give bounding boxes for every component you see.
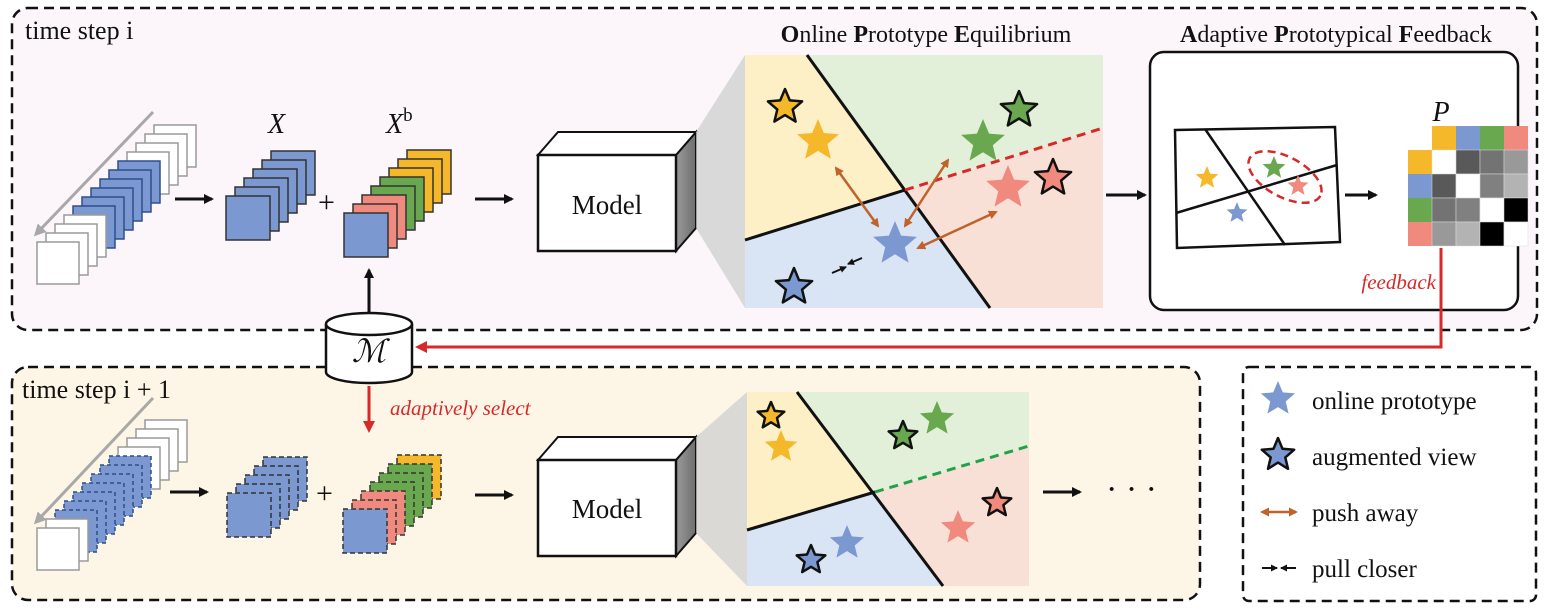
bottom-panel: time step i + 1 + adaptively select Mode… [10,365,1202,602]
batch-sample [226,492,272,538]
memory-cylinder: ℳ [324,268,414,433]
legend-label-augmented: augmented view [1312,444,1477,471]
matrix-cell [1479,197,1505,223]
apf-title: Adaptive Prototypical Feedback [1180,22,1492,48]
matrix-cell [1431,221,1457,247]
projection-cone-bottom [696,392,747,586]
matrix-row-cell [1408,198,1432,222]
stream-frame [36,241,80,285]
matrix-cell [1479,149,1505,175]
matrix-cell [1455,149,1481,175]
similarity-matrix-p [1408,126,1529,247]
batch-sample [342,508,388,554]
legend-frame [1241,365,1538,603]
legend-prototype-star-icon [1260,381,1296,414]
xb-buffer-stack [343,149,452,258]
x-batch-stack-bottom [226,456,308,538]
augmented-view-star-icon [756,400,786,429]
matrix-cell [1455,197,1481,223]
legend: online prototype augmented view push awa… [1241,365,1538,603]
matrix-cell [1503,173,1529,199]
top-panel: time step i X + Xb Model Online Prototyp… [10,6,1539,332]
prototype-star-icon [797,119,839,159]
prototype-star-icon [986,165,1030,207]
matrix-cell [1503,197,1529,223]
prototype-star-icon [1226,202,1248,222]
legend-augmented-star-icon [1260,436,1296,471]
matrix-header-cell [1504,126,1528,150]
xb-label: Xb [385,105,413,140]
adaptively-select-label: adaptively select [390,396,532,420]
matrix-cell [1431,173,1457,199]
memory-label: ℳ [352,333,391,369]
feedback-arrow [415,248,1443,353]
prototype-star-icon [961,119,1005,161]
batch-sample [225,195,271,241]
matrix-row-cell [1408,174,1432,198]
prototype-star-icon [873,221,917,263]
p-label: P [1431,97,1449,128]
prototype-star-icon [940,510,976,543]
legend-label-pull: pull closer [1312,556,1418,583]
top-step-label: time step i [25,16,133,45]
stream-arrow-bottom [33,396,155,525]
model-block-bottom: Model [535,434,699,559]
input-stream-top [36,124,197,285]
prototype-star-icon [1287,175,1309,195]
model-label-bottom: Model [572,494,643,524]
pull-closer-mark [831,266,847,274]
matrix-header-cell [1480,126,1504,150]
plus-top: + [318,186,335,219]
input-stream-bottom [36,419,188,571]
feedback-label: feedback [1361,270,1436,294]
matrix-cell [1479,221,1505,247]
matrix-header-cell [1432,126,1456,150]
matrix-cell [1455,221,1481,247]
augmented-view-star-icon [795,543,827,574]
batch-sample [343,212,389,258]
matrix-cell [1455,173,1481,199]
augmented-view-star-icon [766,87,804,123]
xb-selected-stack [342,454,442,554]
projection-cone-top [696,55,745,308]
ope-space-bottom [746,391,1030,587]
matrix-row-cell [1408,222,1432,246]
augmented-view-star-icon [981,486,1013,517]
apf-mini-space [1173,125,1342,250]
x-batch-stack [225,150,316,241]
augmented-view-star-icon [999,89,1039,127]
stream-frame [36,527,80,571]
bottom-step-label: time step i + 1 [22,375,171,404]
prototype-star-icon [919,401,955,434]
prototype-star-icon [764,430,798,461]
augmented-view-star-icon [1033,157,1073,195]
augmented-view-star-icon [774,266,814,304]
stream-arrow-top [33,110,155,237]
legend-label-push: push away [1312,500,1419,527]
matrix-cell [1431,149,1457,175]
prototype-star-icon [1195,166,1219,188]
matrix-cell [1503,221,1529,247]
prototype-star-icon [1262,156,1286,178]
ellipsis: · · · [1106,471,1157,508]
model-block-top: Model [535,129,699,254]
ope-title: Online Prototype Equilibrium [781,22,1072,48]
ope-space-top [744,54,1104,309]
model-label-top: Model [572,190,643,220]
legend-label-prototype: online prototype [1312,388,1477,415]
matrix-cell [1503,149,1529,175]
matrix-cell [1479,173,1505,199]
matrix-row-cell [1408,150,1432,174]
matrix-header-cell [1456,126,1480,150]
augmented-view-star-icon [887,419,919,450]
plus-bottom: + [316,477,333,510]
matrix-cell [1431,197,1457,223]
prototype-star-icon [829,525,865,558]
x-label: X [267,109,286,140]
